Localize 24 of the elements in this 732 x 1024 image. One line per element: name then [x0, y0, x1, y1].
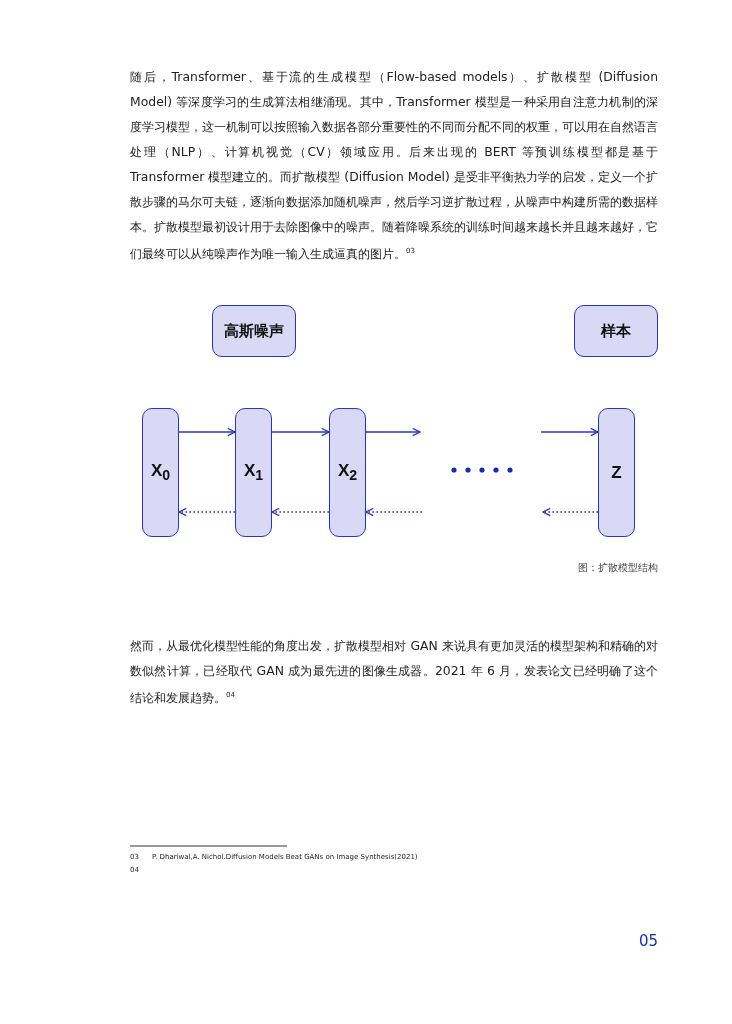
- arrow: [540, 427, 599, 437]
- figure-caption: 图：扩散模型结构: [577, 561, 658, 575]
- dotted-arrow: [178, 507, 236, 517]
- node-label: Z: [611, 462, 622, 483]
- node-label: 样本: [601, 321, 631, 341]
- label-box: [212, 305, 296, 357]
- state-box: [142, 408, 179, 537]
- paragraph: 随后，Transformer、基于流的生成模型（Flow-based models）、扩散模型 (Diffusion Model) 等深度学习的生成算法相继涌现。其中，Transformer 模型是一种采用自注意力机制的深度学习模型，这一机制可以按照输入数据各部分重要性的不同而分配不同的权重，可以用在自然语言处理（NLP）、计算机视觉（CV）领域应用。后来出现的 BERT 等预训练模型都是基于 Transformer 模型建立的。而扩散模型 (Diffusion Model) 是受非平衡热力学的启发，定义一个扩散步骤的马尔可夫链，逐渐向数据添加随机噪声，然后学习逆扩散过程，从噪声中构建所需的数据样本。扩散模型最初设计用于去除图像中的噪声。随着降噪系统的训练时间越来越长并且越来越好，它们最终可以从纯噪声作为唯一输入生成逼真的图片。$^{03}$: [130, 68, 658, 264]
- arrow: [365, 427, 421, 437]
- dotted-arrow: [271, 507, 330, 517]
- node-label: 高斯噪声: [224, 321, 284, 341]
- node-label: X$_{1}$: [243, 461, 264, 484]
- dotted-arrow: [365, 507, 423, 517]
- dotted-arrow: [542, 507, 599, 517]
- page-number: 05: [637, 932, 658, 950]
- state-box: [235, 408, 272, 537]
- paragraph: 然而，从最优化模型性能的角度出发，扩散模型相对 GAN 来说具有更加灵活的模型架构和精确的对数似然计算，已经取代 GAN 成为最先进的图像生成器。2021 年 6 月，发表论文已经明确了这个结论和发展趋势。$^{04}$: [130, 637, 658, 708]
- node-label: X$_{2}$: [337, 461, 358, 484]
- arrow: [178, 427, 236, 437]
- state-box: [598, 408, 635, 537]
- node-label: X$_{0}$: [150, 461, 171, 484]
- state-box: [329, 408, 366, 537]
- label-box: [574, 305, 658, 357]
- arrow: [271, 427, 330, 437]
